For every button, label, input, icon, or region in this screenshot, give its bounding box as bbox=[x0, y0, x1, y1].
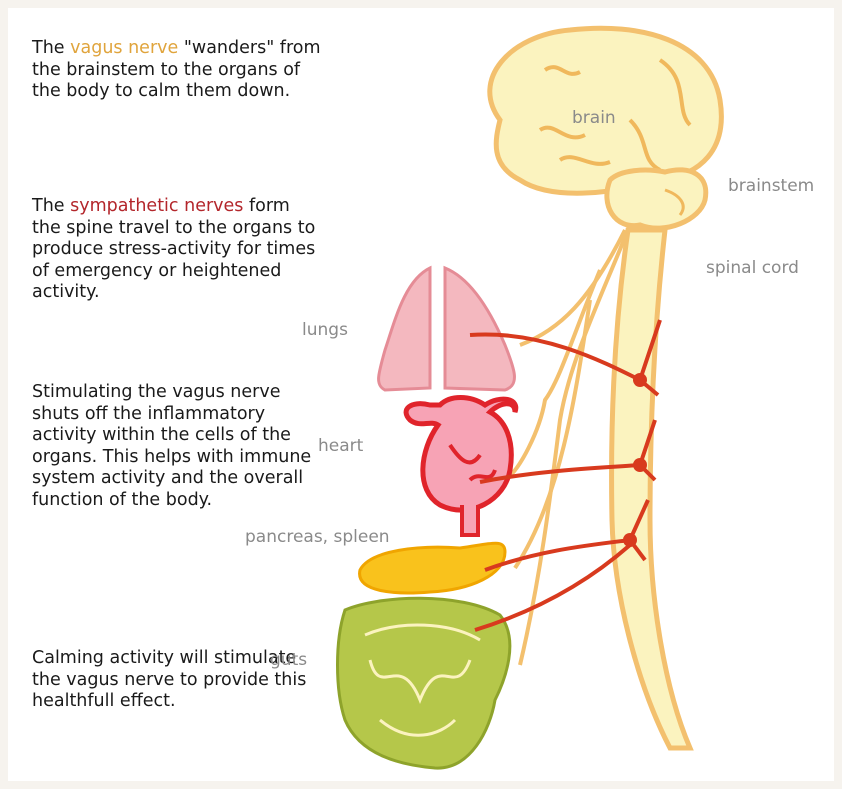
label-pancreas-spleen: pancreas, spleen bbox=[245, 527, 390, 547]
guts-shape bbox=[338, 598, 510, 768]
p1-pre: The bbox=[32, 38, 70, 58]
pancreas-spleen-shape bbox=[360, 543, 505, 593]
heart-shape bbox=[406, 398, 516, 536]
label-brainstem: brainstem bbox=[728, 176, 814, 196]
vagus-paragraph: The vagus nerve "wanders" from the brain… bbox=[32, 38, 322, 103]
label-guts: guts bbox=[270, 650, 307, 670]
vagus-nerve-highlight: vagus nerve bbox=[70, 38, 178, 58]
spinal-cord-shape bbox=[612, 230, 690, 748]
label-brain: brain bbox=[572, 108, 616, 128]
lungs-shape bbox=[379, 268, 515, 390]
label-heart: heart bbox=[318, 436, 363, 456]
label-spinal-cord: spinal cord bbox=[706, 258, 799, 278]
brainstem-shape bbox=[607, 170, 706, 228]
label-lungs: lungs bbox=[302, 320, 348, 340]
sympathetic-paragraph: The sympathetic nerves form the spine tr… bbox=[32, 196, 322, 304]
sympathetic-nerves-highlight: sympathetic nerves bbox=[70, 196, 243, 216]
stimulating-paragraph: Stimulating the vagus nerve shuts off th… bbox=[32, 382, 322, 511]
p2-pre: The bbox=[32, 196, 70, 216]
